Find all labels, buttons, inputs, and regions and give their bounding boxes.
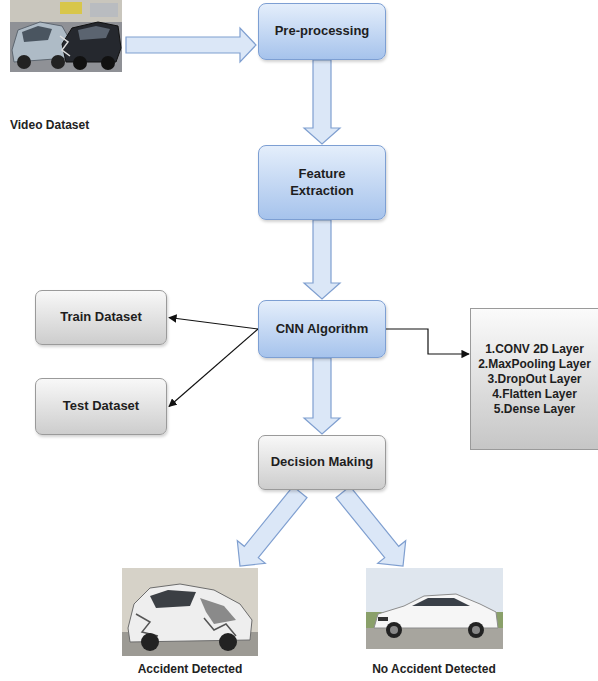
dataset-box: Test Dataset (35, 378, 167, 435)
layer-item: 5.Dense Layer (475, 402, 594, 417)
image-caption: Accident Detected (138, 662, 243, 676)
decision-box: Decision Making (258, 435, 386, 490)
box-label: CNN Algorithm (267, 321, 377, 338)
process-box: CNN Algorithm (258, 300, 386, 358)
box-content: Test Dataset (44, 398, 158, 415)
flow-arrow (304, 358, 340, 434)
crash-photo (10, 0, 122, 72)
process-box: Pre-processing (258, 3, 386, 60)
link-arrow (386, 329, 469, 354)
box-label: Test Dataset (44, 398, 158, 415)
box-label: Train Dataset (44, 309, 158, 326)
layer-list-box: 1.CONV 2D Layer2.MaxPooling Layer3.DropO… (470, 308, 598, 450)
box-content: 1.CONV 2D Layer2.MaxPooling Layer3.DropO… (475, 342, 594, 417)
box-content: Train Dataset (44, 309, 158, 326)
link-arrow (169, 318, 258, 330)
wrecked-car-photo (122, 568, 258, 656)
image-caption: No Accident Detected (372, 662, 496, 676)
flow-arrow (304, 220, 340, 299)
box-label: Feature Extraction (267, 166, 377, 200)
box-content: Feature Extraction (267, 166, 377, 200)
box-content: Decision Making (267, 454, 377, 471)
box-content: Pre-processing (267, 23, 377, 40)
box-content: CNN Algorithm (267, 321, 377, 338)
process-box: Feature Extraction (258, 145, 386, 220)
layer-item: 4.Flatten Layer (475, 387, 594, 402)
dataset-box: Train Dataset (35, 290, 167, 345)
input-arrow (126, 28, 256, 62)
intact-car-photo (366, 568, 503, 649)
box-label: Decision Making (267, 454, 377, 471)
output-arrow (336, 486, 406, 566)
flow-arrow (304, 60, 340, 144)
layer-item: 1.CONV 2D Layer (475, 342, 594, 357)
image-caption: Video Dataset (10, 118, 89, 132)
layer-item: 3.DropOut Layer (475, 372, 594, 387)
link-arrow (169, 329, 258, 407)
box-label: Pre-processing (267, 23, 377, 40)
layer-item: 2.MaxPooling Layer (475, 357, 594, 372)
output-arrow (237, 486, 307, 566)
